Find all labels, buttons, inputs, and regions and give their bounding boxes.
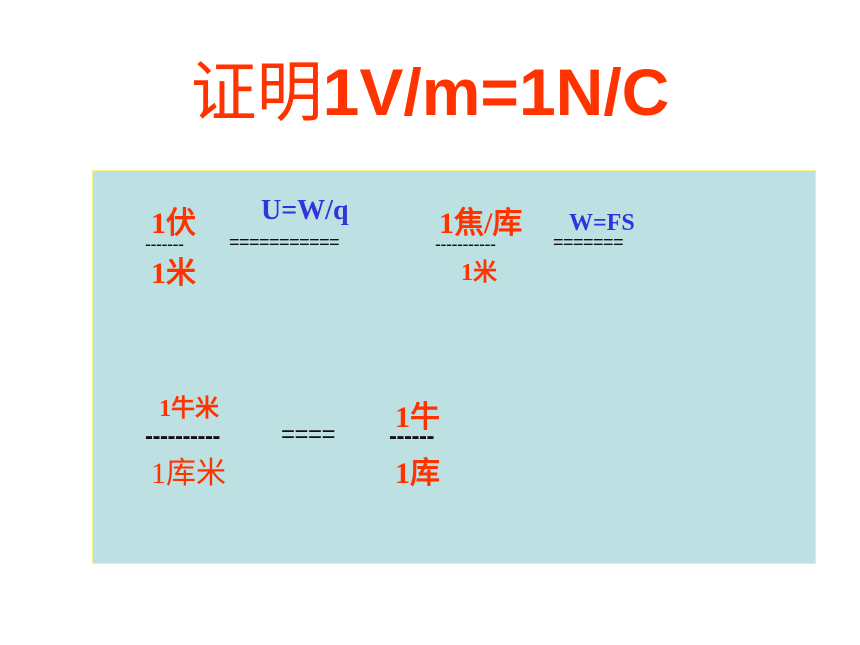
row1-fraction-line-left: ------- [145,234,184,254]
row2-denominator-left: 1库米 [151,457,226,490]
row1-fraction-line-mid: ----------- [435,234,496,254]
row1-equals-long: =========== [229,232,340,252]
row1-equals-right: ======= [553,232,624,252]
title-formula: 1V/m=1N/C [322,55,670,129]
row2-numerator-left: 1牛米 [159,396,219,422]
row1-denominator-mid: 1米 [461,260,497,286]
row2-fraction-line-right: ------ [389,423,434,450]
row2-denominator-right: 1库 [395,457,440,490]
row2-equals: ==== [281,421,336,448]
title-chinese: 证明 [190,54,323,131]
row1-numerator-left: 1伏 [151,207,196,240]
row2-numerator-right: 1牛 [395,401,440,434]
derivation-panel: 1伏 ------- 1米 U=W/q =========== 1焦/库 ---… [92,170,816,564]
page-title: 证明1V/m=1N/C [0,52,860,134]
row2-fraction-line-left: ---------- [145,423,220,450]
hint-voltage-formula: U=W/q [261,195,349,226]
row1-denominator-left: 1米 [151,257,196,290]
row1-numerator-mid: 1焦/库 [439,207,523,240]
hint-work-formula: W=FS [569,210,635,236]
